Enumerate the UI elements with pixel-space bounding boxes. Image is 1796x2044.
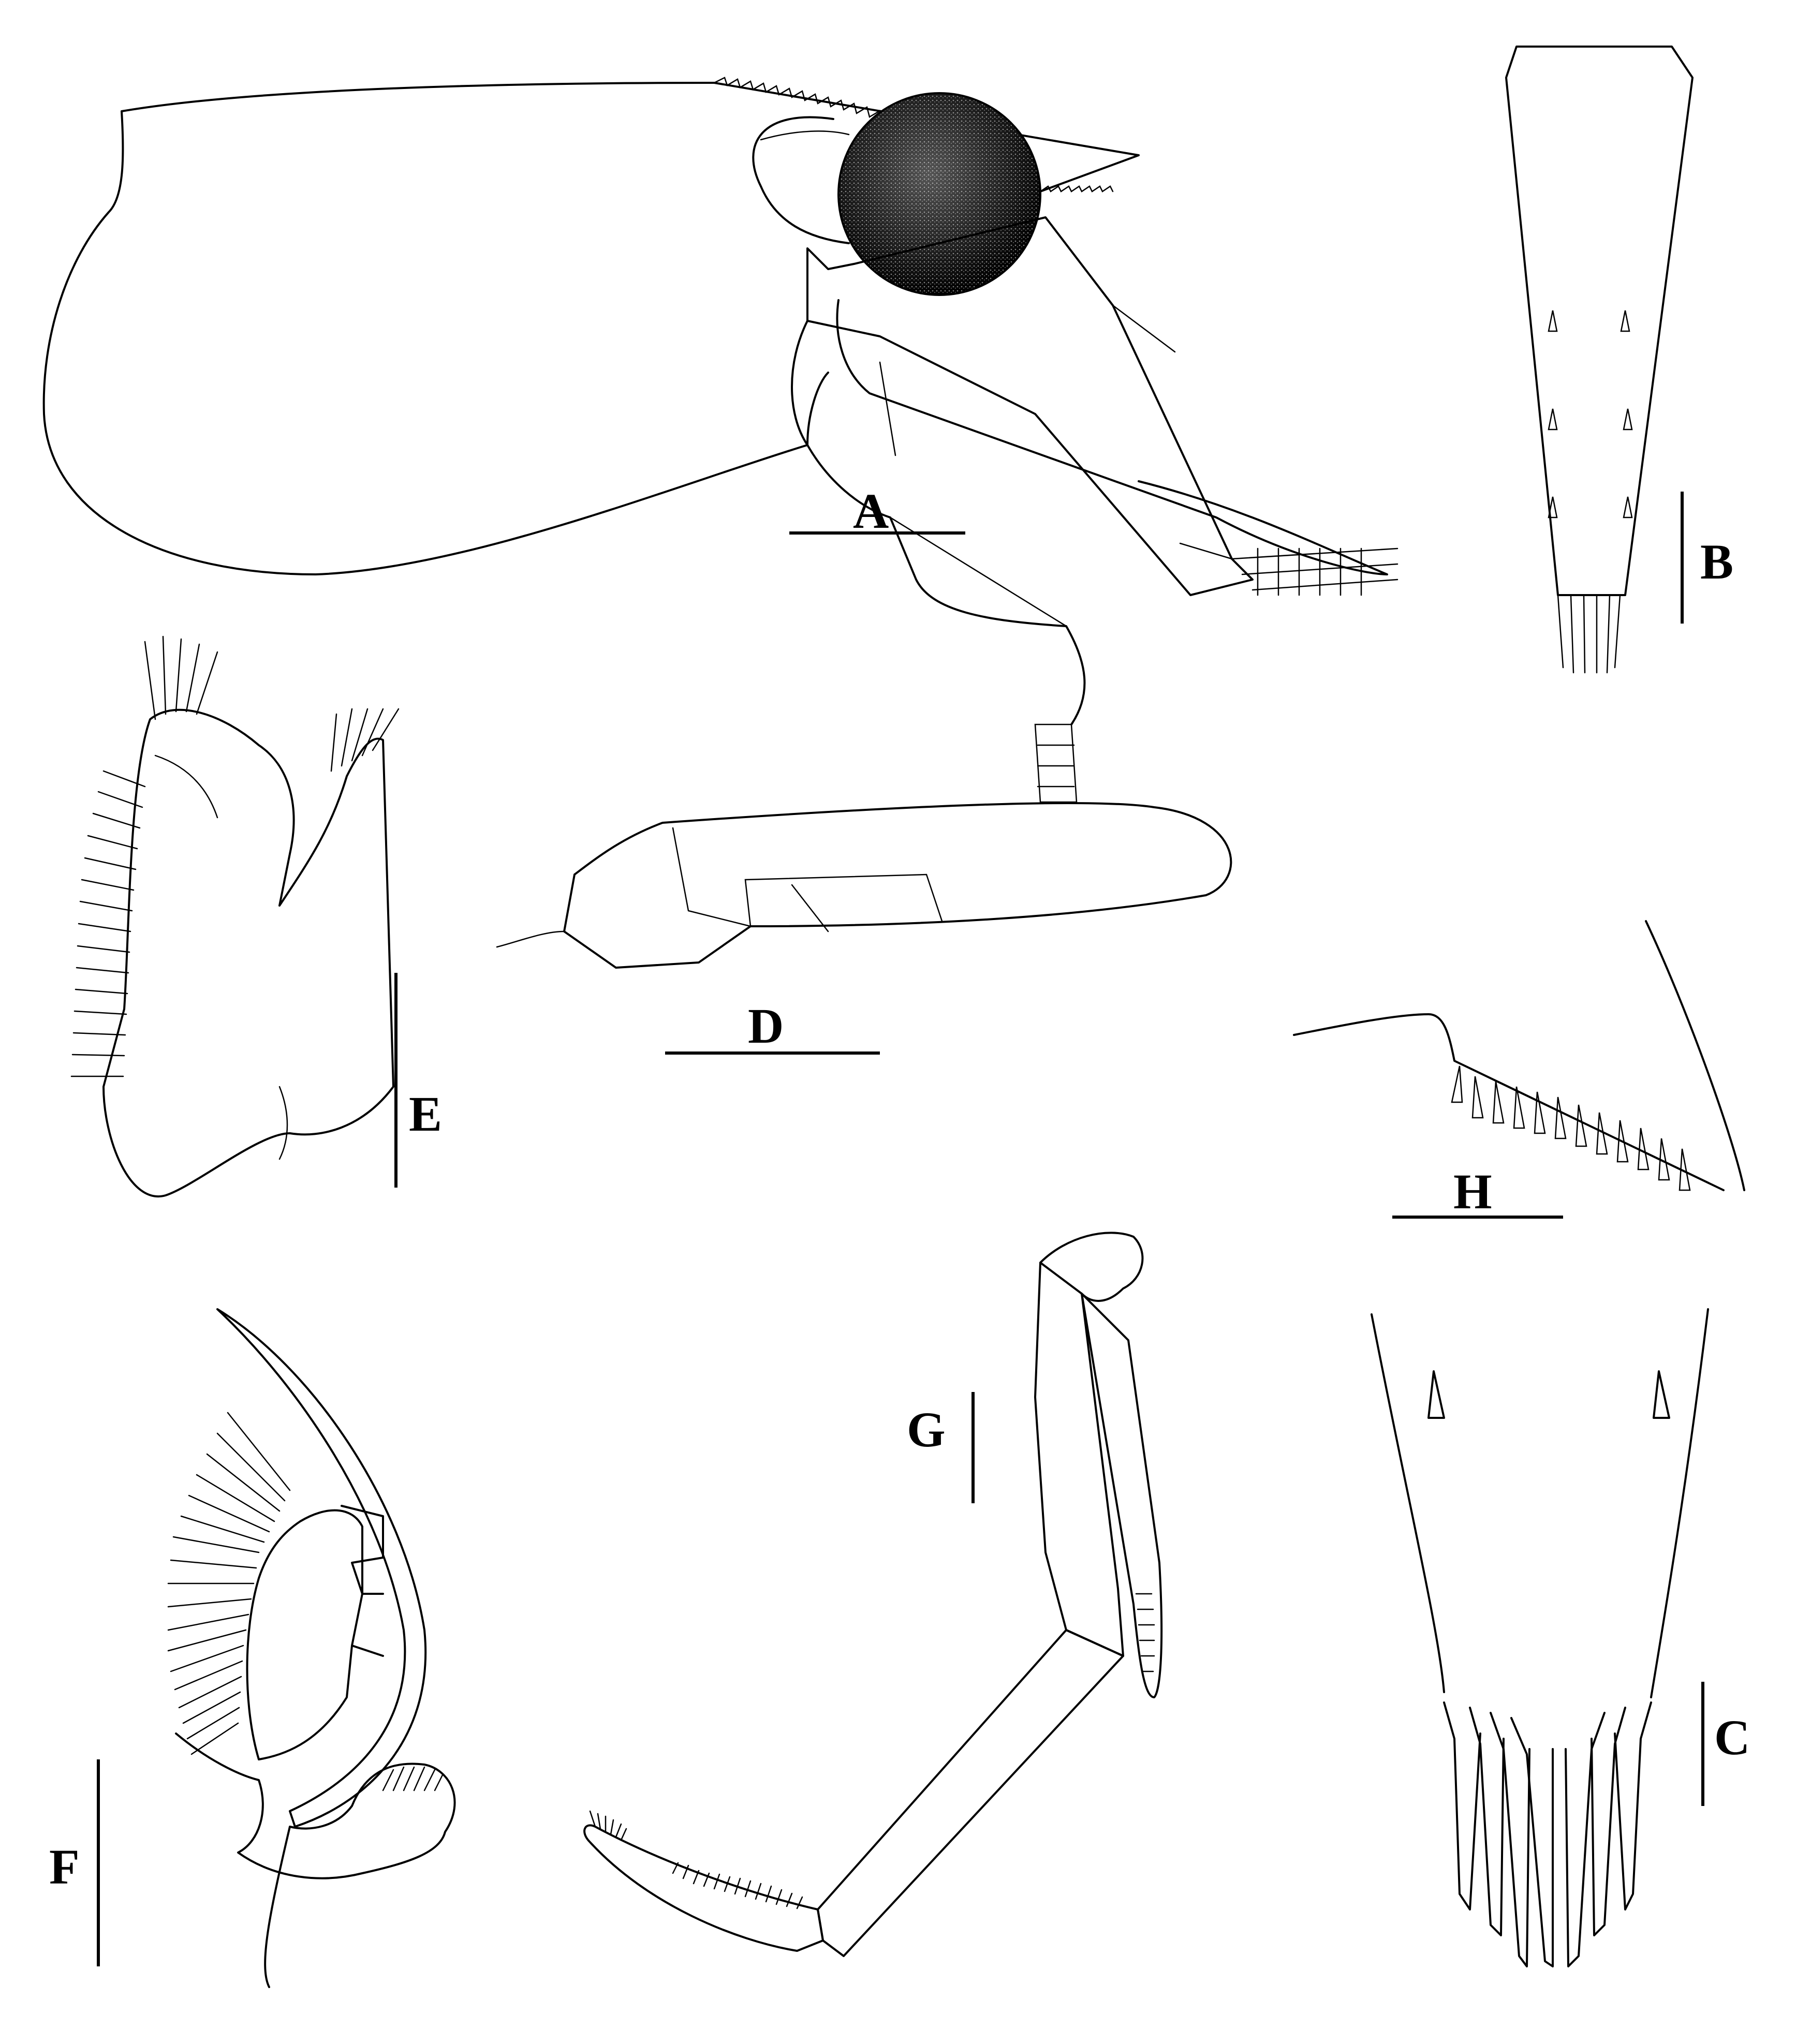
panel-e-drawing <box>70 635 400 1197</box>
appendage-e-setae-left <box>70 770 146 1077</box>
peduncle-joints <box>879 304 1233 627</box>
panel-label-a: A <box>853 483 889 539</box>
panel-b-drawing <box>1505 46 1694 674</box>
telson-outline <box>1505 46 1694 596</box>
panel-g-drawing <box>583 1232 1163 1957</box>
appendage-f-base <box>175 1732 456 1988</box>
appendage-f-setae <box>167 1412 291 1755</box>
flagella <box>1231 547 1398 596</box>
appendage-g-carpus-propodus <box>817 1629 1124 1957</box>
panel-label-d: D <box>748 998 784 1054</box>
panel-label-f: F <box>49 1839 80 1894</box>
telson-tip-dorsal-spines <box>1427 1370 1670 1419</box>
appendage-h-outline <box>1293 920 1745 1191</box>
antennular-peduncle <box>806 216 1254 596</box>
appendage-f-endopod <box>216 1308 427 1828</box>
antennal-flagellum-base <box>1034 723 1078 803</box>
carapace-outline <box>42 82 829 575</box>
panel-label-c: C <box>1714 1710 1750 1765</box>
eyestalk <box>752 116 850 244</box>
appendage-e-setae-top <box>144 635 400 772</box>
panel-c-drawing <box>1371 1308 1709 1967</box>
appendage-g-dactylus <box>583 1824 824 1952</box>
appendage-d-outline <box>563 802 1232 969</box>
ventral-rostral-teeth <box>1039 185 1114 192</box>
scaphocerite <box>836 299 1388 575</box>
appendage-g-coxa <box>1039 1232 1144 1302</box>
panel-label-b: B <box>1700 534 1734 589</box>
appendage-h-spines <box>1451 1065 1691 1191</box>
eyestalk-inner <box>760 130 850 141</box>
telson-tip-posterior-spines <box>1443 1701 1652 1967</box>
appendage-f-exopod-setae <box>382 1766 444 1791</box>
appendage-g-exopod <box>1081 1293 1163 1698</box>
antennal-peduncle-segments <box>791 320 1086 725</box>
panel-label-e: E <box>409 1086 443 1142</box>
telson-tip-outline <box>1371 1308 1709 1698</box>
telson-posterior-spines <box>1557 594 1621 674</box>
appendage-d-segments <box>496 827 943 948</box>
panel-d-drawing <box>496 802 1232 1055</box>
panel-label-g: G <box>907 1402 946 1457</box>
panel-a-drawing <box>42 77 1398 803</box>
appendage-g-setae <box>589 1810 803 1909</box>
appendage-e-outline <box>102 708 394 1197</box>
panel-h-drawing <box>1293 920 1745 1219</box>
eye-stipple <box>840 94 1039 294</box>
appendage-e-inner <box>154 754 288 1160</box>
panel-label-h: H <box>1453 1164 1492 1219</box>
appendage-g-exopod-annuli <box>1135 1593 1155 1672</box>
appendage-f-segments <box>246 1505 384 1760</box>
panel-f-drawing <box>97 1308 456 1988</box>
telson-dorsal-spines <box>1548 310 1633 519</box>
